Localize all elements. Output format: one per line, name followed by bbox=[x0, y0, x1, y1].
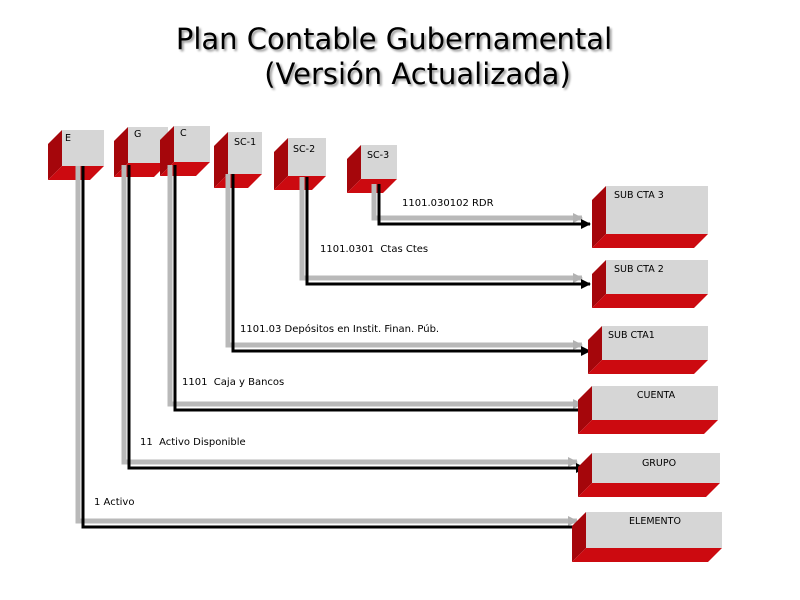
connector-arrow bbox=[305, 177, 591, 289]
connector-4: 1101 Caja y Bancos bbox=[167, 165, 591, 415]
level-box-sub-cta-3: SUB CTA 3 bbox=[592, 186, 708, 248]
connector-shadow bbox=[121, 165, 578, 467]
level-box-label: GRUPO bbox=[642, 458, 676, 469]
box-bottom bbox=[578, 420, 718, 434]
level-box-label: SC-3 bbox=[367, 150, 389, 161]
level-box-label: SUB CTA 3 bbox=[614, 190, 664, 201]
box-side bbox=[114, 127, 128, 177]
box-face bbox=[228, 132, 262, 174]
level-box-label: SUB CTA 2 bbox=[614, 264, 664, 275]
box-side bbox=[572, 512, 586, 562]
level-box-label: SC-2 bbox=[293, 144, 315, 155]
connector-arrow bbox=[173, 165, 591, 415]
box-bottom bbox=[592, 294, 708, 308]
box-face bbox=[174, 126, 210, 162]
connector-6: 1 Activo bbox=[75, 166, 586, 532]
box-face bbox=[361, 145, 397, 179]
connector-arrow bbox=[81, 166, 586, 532]
level-box-sub-cta-2: SUB CTA 2 bbox=[592, 260, 708, 308]
level-box-sub-cta1: SUB CTA1 bbox=[588, 326, 708, 374]
connector-shadow bbox=[167, 165, 583, 409]
level-box-label: G bbox=[134, 129, 141, 140]
connector-3: 1101.03 Depósitos en Instit. Finan. Púb. bbox=[225, 174, 591, 356]
connector-arrow bbox=[127, 165, 586, 473]
box-face bbox=[606, 260, 708, 294]
level-box-e: E bbox=[48, 130, 104, 180]
connector-2: 1101.0301 Ctas Ctes bbox=[299, 177, 591, 289]
level-box-label: C bbox=[180, 128, 187, 139]
level-box-elemento: ELEMENTO bbox=[572, 512, 722, 562]
box-face bbox=[592, 386, 718, 420]
connector-shadow bbox=[371, 184, 583, 223]
connector-arrow bbox=[231, 174, 591, 356]
level-box-cuenta: CUENTA bbox=[578, 386, 718, 434]
connector-shadow bbox=[225, 174, 583, 350]
box-side bbox=[588, 326, 602, 374]
box-bottom bbox=[572, 548, 722, 562]
box-bottom bbox=[592, 234, 708, 248]
connector-shadow bbox=[75, 166, 578, 526]
connector-5: 11 Activo Disponible bbox=[121, 165, 586, 473]
account-code-label: 1 Activo bbox=[94, 497, 134, 508]
box-face bbox=[592, 453, 720, 483]
box-side bbox=[592, 260, 606, 308]
box-side bbox=[214, 132, 228, 188]
box-bottom bbox=[588, 360, 708, 374]
box-side bbox=[592, 186, 606, 248]
level-box-label: ELEMENTO bbox=[629, 516, 681, 527]
box-side bbox=[347, 145, 361, 193]
account-code-label: 1101.0301 Ctas Ctes bbox=[320, 244, 428, 255]
level-box-label: SC-1 bbox=[234, 137, 256, 148]
account-code-label: 1101.03 Depósitos en Instit. Finan. Púb. bbox=[240, 323, 439, 335]
connector-arrow bbox=[377, 184, 591, 229]
level-box-sc-2: SC-2 bbox=[274, 138, 326, 190]
box-side bbox=[48, 130, 62, 180]
connector-1: 1101.030102 RDR bbox=[371, 184, 591, 229]
box-face bbox=[602, 326, 708, 360]
box-face bbox=[288, 138, 326, 176]
page-title: Plan Contable Gubernamental (Versión Act… bbox=[0, 22, 800, 93]
title-line-2: (Versión Actualizada) bbox=[264, 57, 571, 92]
level-box-grupo: GRUPO bbox=[578, 453, 720, 497]
level-box-label: SUB CTA1 bbox=[608, 330, 655, 341]
account-code-label: 1101.030102 RDR bbox=[402, 198, 494, 209]
box-side bbox=[274, 138, 288, 190]
level-box-label: E bbox=[65, 133, 71, 144]
title-line-1: Plan Contable Gubernamental bbox=[175, 22, 613, 56]
connector-shadow bbox=[299, 177, 583, 283]
level-box-sc-1: SC-1 bbox=[214, 132, 262, 188]
box-bottom bbox=[578, 483, 720, 497]
box-face bbox=[586, 512, 722, 548]
box-face bbox=[62, 130, 104, 166]
box-face bbox=[606, 186, 708, 234]
box-side bbox=[578, 386, 592, 434]
box-side bbox=[160, 126, 174, 176]
account-code-label: 1101 Caja y Bancos bbox=[182, 377, 284, 388]
account-code-label: 11 Activo Disponible bbox=[140, 437, 246, 448]
box-side bbox=[578, 453, 592, 497]
level-box-label: CUENTA bbox=[637, 390, 676, 401]
